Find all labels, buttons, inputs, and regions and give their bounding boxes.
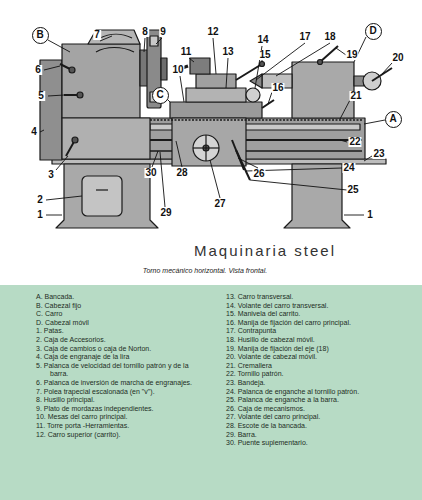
section-letter-circle: A: [385, 111, 402, 128]
legend-item: C. Carro: [36, 310, 208, 319]
callout-number: 3: [47, 170, 55, 180]
legend-item: 6. Palanca de inversión de marcha de eng…: [36, 379, 208, 388]
list-column: A. Bancada.B. Cabezal fijoC. CarroD. Cab…: [36, 293, 208, 439]
legend-item: B. Cabezal fijo: [36, 302, 208, 311]
callout-number: 19: [345, 50, 358, 60]
legend-item: D. Cabezal móvil: [36, 319, 208, 328]
callout-number: 18: [323, 32, 336, 42]
legend-item: 30. Puente suplementario.: [226, 439, 398, 448]
callout-number: 30: [144, 168, 157, 178]
section-letter: B: [36, 30, 43, 40]
callout-number: 4: [30, 127, 38, 137]
legend-item: 28. Escote de la bancada.: [226, 422, 398, 431]
section-letter: D: [369, 26, 376, 36]
callout-number: 29: [159, 208, 172, 218]
callout-number: 25: [346, 185, 359, 195]
legend-item: 1. Patas.: [36, 327, 208, 336]
legend-item: 24. Palanca de enganche al tornillo patr…: [226, 388, 398, 397]
section-letter: C: [156, 90, 163, 100]
legend-item: 5. Palanca de velocidad del tornillo pat…: [36, 362, 208, 379]
legend-item: 25. Palanca de enganche a la barra.: [226, 396, 398, 405]
legend-item: 3. Caja de cambios o caja de Norton.: [36, 345, 208, 354]
callout-number: 22: [348, 137, 361, 147]
legend-item: 20. Volante de cabezal móvil.: [226, 353, 398, 362]
callout-number: 9: [159, 27, 167, 37]
callout-number: 1: [36, 210, 44, 220]
callout-number: 11: [180, 47, 193, 57]
callout-number: 16: [271, 83, 284, 93]
callout-number: 5: [37, 91, 45, 101]
legend-item: 9. Plato de mordazas independientes.: [36, 405, 208, 414]
callout-number: 13: [221, 47, 234, 57]
legend-item: 2. Caja de Accesorios.: [36, 336, 208, 345]
callout-number: 15: [258, 50, 271, 60]
section-letter: A: [389, 114, 396, 124]
lathe-body: [40, 30, 392, 228]
callout-number: 2: [36, 195, 44, 205]
callout-number: 23: [372, 149, 385, 159]
callout-number: 6: [34, 65, 42, 75]
callout-number: 10: [171, 65, 184, 75]
callout-number: 28: [175, 168, 188, 178]
caption: Torno mecánico horizontal. Vista frontal…: [143, 267, 268, 274]
legend-item: 12. Carro superior (carrito).: [36, 431, 208, 440]
callout-number: 14: [256, 35, 269, 45]
legend-item: 10. Mesas del carro principal.: [36, 413, 208, 422]
callout-number: 26: [252, 169, 265, 179]
legend-panel: A. Bancada.B. Cabezal fijoC. CarroD. Cab…: [0, 285, 422, 500]
section-letter-circle: C: [152, 87, 169, 104]
legend-item: 19. Manija de fijación del eje (18): [226, 345, 398, 354]
section-letter-circle: D: [365, 23, 382, 40]
list-column: 13. Carro transversal.14. Volante del ca…: [226, 293, 398, 448]
callout-number: 12: [206, 27, 219, 37]
callout-number: 21: [349, 91, 362, 101]
legend-item: 23. Bandeja.: [226, 379, 398, 388]
legend-item: 16. Manija de fijación del carro princip…: [226, 319, 398, 328]
legend-item: 4. Caja de engranaje de la lira: [36, 353, 208, 362]
callout-number: 17: [298, 32, 311, 42]
legend-item: 15. Manivela del carrito.: [226, 310, 398, 319]
legend-item: 21. Cremallera: [226, 362, 398, 371]
section-letter-circle: B: [32, 27, 49, 44]
legend-item: 7. Polea trapecial escalonada (en "v").: [36, 388, 208, 397]
legend-item: 11. Torre porta -Herramientas.: [36, 422, 208, 431]
brand-watermark: Maquinaria steel: [193, 243, 337, 258]
legend-item: 22. Tornillo patrón.: [226, 370, 398, 379]
legend-item: 27. Volante del carro principal.: [226, 413, 398, 422]
legend-item: 8. Husillo principal.: [36, 396, 208, 405]
legend-item: A. Bancada.: [36, 293, 208, 302]
legend-item: 14. Volante del carro transversal.: [226, 302, 398, 311]
callout-number: 24: [342, 163, 355, 173]
callout-number: 8: [141, 27, 149, 37]
legend-item: 17. Contrapunta: [226, 327, 398, 336]
legend-item: 29. Barra.: [226, 431, 398, 440]
leader-lines: [40, 36, 392, 215]
legend-item: 13. Carro transversal.: [226, 293, 398, 302]
callout-number: 7: [93, 30, 101, 40]
callout-number: 1: [366, 210, 374, 220]
legend-item: 26. Caja de mecanismos.: [226, 405, 398, 414]
legend-item: 18. Husillo de cabezal móvil.: [226, 336, 398, 345]
callout-number: 20: [391, 53, 404, 63]
callout-number: 27: [213, 199, 226, 209]
